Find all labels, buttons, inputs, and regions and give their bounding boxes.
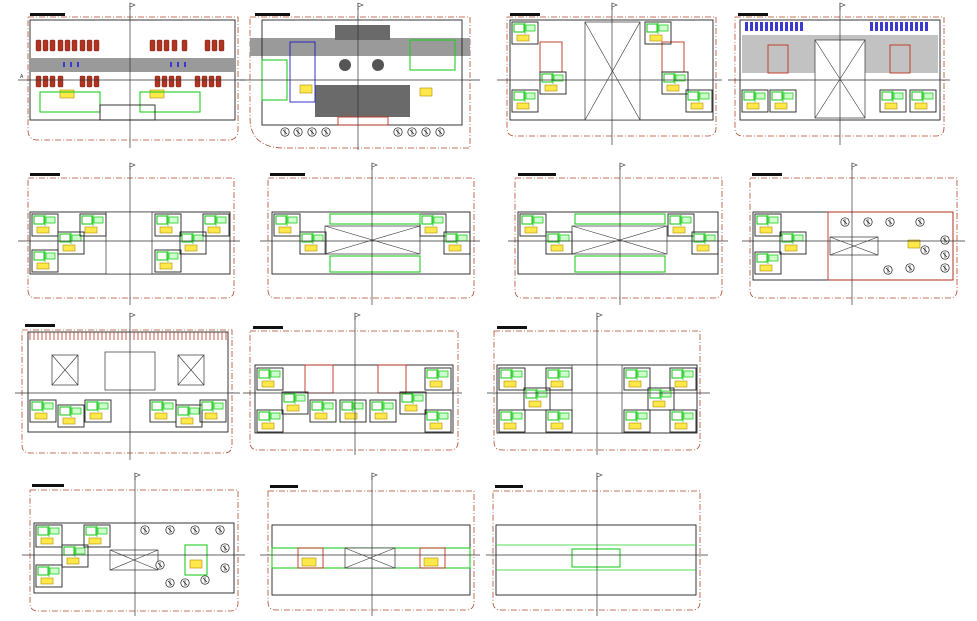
plan-11-title-bar: [497, 326, 527, 329]
plan-11: [487, 312, 710, 455]
plan-03-border: [506, 16, 717, 137]
plan-05-border: [27, 177, 235, 299]
plan-04-border: [734, 16, 945, 137]
plan-02: [240, 2, 480, 150]
plan-11-border: [493, 330, 701, 451]
plan-01-title-bar: [30, 13, 65, 16]
plan-07: [508, 162, 728, 305]
plan-06-title-bar: [270, 173, 305, 176]
plan-12-border: [29, 489, 239, 612]
plan-10-border: [249, 330, 459, 451]
plan-12: [22, 472, 245, 616]
plan-14-title-bar: [495, 485, 523, 488]
plan-08-title-bar: [752, 173, 782, 176]
plan-09: [15, 312, 240, 460]
plan-14-border: [492, 490, 701, 611]
plan-02-title-bar: [255, 13, 290, 16]
plan-04: [728, 2, 950, 145]
plan-03-title-bar: [510, 13, 540, 16]
plan-05: [18, 162, 240, 305]
plan-06-border: [267, 177, 475, 299]
plan-08: [742, 162, 965, 305]
plan-09-title-bar: [25, 324, 55, 327]
plan-07-border: [514, 177, 723, 299]
plan-05-title-bar: [30, 173, 60, 176]
plan-13-border: [267, 490, 475, 611]
plan-04-title-bar: [738, 13, 768, 16]
plan-07-title-bar: [518, 173, 556, 176]
plan-01-border: [27, 16, 239, 141]
plan-14: [486, 472, 708, 616]
plan-13: [260, 472, 480, 616]
plan-01-section-marker: A: [20, 74, 24, 80]
plan-08-border: [749, 177, 958, 299]
plan-03: [497, 2, 722, 145]
plan-10: [243, 312, 462, 455]
plan-12-title-bar: [32, 484, 64, 487]
plan-01: A: [18, 2, 245, 148]
plan-02-border: [249, 16, 471, 149]
plan-09-border: [21, 329, 233, 454]
plan-13-title-bar: [270, 485, 298, 488]
plan-10-title-bar: [253, 326, 283, 329]
plan-06: [260, 162, 480, 305]
